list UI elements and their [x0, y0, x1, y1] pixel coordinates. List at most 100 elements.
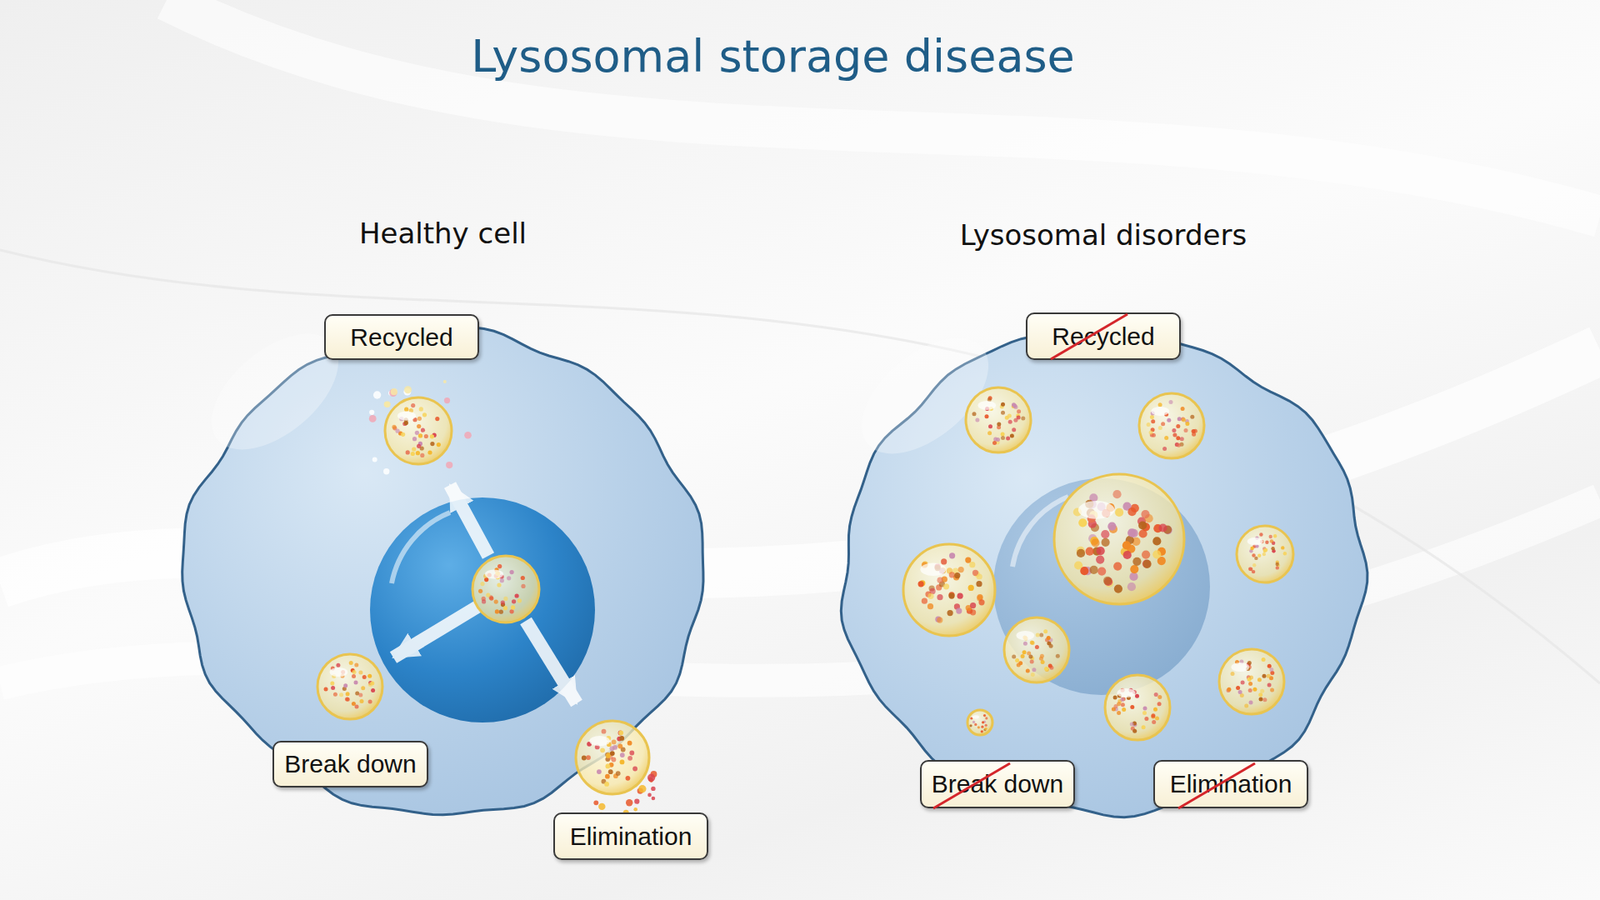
- nucleus: [993, 478, 1210, 695]
- cell-membrane: [839, 328, 1368, 817]
- storage-particle: [1090, 523, 1100, 532]
- label-box: Break down: [272, 740, 429, 788]
- storage-particle: [520, 584, 525, 589]
- storage-particle: [1180, 406, 1185, 411]
- storage-particle: [409, 408, 414, 413]
- storage-particle: [1085, 547, 1095, 556]
- released-particle: [650, 786, 655, 791]
- storage-particle: [983, 720, 986, 724]
- storage-particle: [1185, 419, 1190, 424]
- storage-particle: [360, 699, 365, 704]
- released-particle: [372, 457, 378, 463]
- storage-particle: [1132, 722, 1137, 727]
- storage-particle: [919, 580, 925, 586]
- storage-particle: [1105, 579, 1114, 588]
- storage-particle: [1150, 411, 1155, 416]
- storage-particle: [1120, 702, 1125, 707]
- storage-particle: [1247, 660, 1252, 665]
- storage-particle: [996, 421, 1001, 426]
- label-text: Elimination: [1170, 770, 1293, 799]
- storage-particle: [1101, 538, 1110, 547]
- storage-particle: [618, 730, 624, 736]
- storage-particle: [1150, 415, 1155, 420]
- storage-particle: [1127, 582, 1136, 591]
- storage-particle: [985, 414, 990, 419]
- storage-particle: [1115, 508, 1124, 517]
- storage-particle: [1144, 716, 1149, 721]
- storage-particle: [1162, 446, 1167, 451]
- storage-particle: [921, 562, 928, 569]
- storage-particle: [1255, 544, 1259, 548]
- storage-particle: [1176, 443, 1181, 448]
- storage-particle: [1112, 490, 1121, 499]
- storage-particle: [1130, 504, 1140, 513]
- lysosome-gloss: [330, 667, 349, 677]
- storage-particle: [940, 567, 946, 574]
- storage-particle: [330, 666, 335, 671]
- storage-particle: [993, 436, 998, 441]
- storage-particle: [1020, 654, 1025, 659]
- storage-particle: [949, 571, 955, 578]
- storage-particle: [970, 716, 973, 720]
- storage-particle: [1143, 706, 1148, 711]
- storage-particle: [1048, 663, 1053, 668]
- released-particle: [403, 388, 411, 396]
- storage-particle: [1172, 433, 1177, 438]
- storage-particle: [1153, 524, 1162, 533]
- storage-particle: [1164, 412, 1169, 417]
- storage-particle: [395, 429, 400, 434]
- storage-particle: [1271, 541, 1275, 545]
- storage-particle: [1127, 528, 1136, 537]
- storage-particle: [1016, 415, 1021, 420]
- storage-particle: [1251, 570, 1255, 574]
- storage-particle: [1040, 660, 1045, 665]
- storage-particle: [352, 670, 357, 675]
- storage-particle: [1249, 700, 1254, 705]
- storage-particle: [345, 691, 350, 696]
- storage-particle: [1137, 516, 1146, 525]
- label-text: Break down: [931, 770, 1064, 799]
- lysosome-gloss: [920, 563, 946, 576]
- storage-particle: [367, 674, 372, 679]
- storage-particle: [415, 450, 420, 455]
- storage-particle: [1139, 529, 1148, 538]
- storage-particle: [1117, 699, 1122, 704]
- nucleus-gloss: [1012, 496, 1069, 567]
- lysosome: [575, 720, 650, 795]
- storage-particle: [600, 747, 605, 753]
- red-strike: [1050, 314, 1128, 360]
- storage-particle: [481, 599, 486, 604]
- storage-particle: [1076, 546, 1085, 555]
- storage-particle: [1140, 510, 1150, 519]
- storage-particle: [613, 773, 619, 779]
- lysosome: [1219, 649, 1285, 715]
- storage-particle: [420, 453, 425, 458]
- storage-particle: [1089, 493, 1098, 502]
- storage-particle: [1000, 402, 1005, 407]
- storage-particle: [1171, 428, 1176, 433]
- storage-particle: [930, 588, 936, 595]
- storage-particle: [1011, 654, 1016, 659]
- nucleus-gloss: [391, 512, 450, 584]
- storage-particle: [1039, 656, 1044, 661]
- storage-particle: [410, 451, 415, 456]
- storage-particle: [1249, 549, 1253, 553]
- storage-particle: [1132, 690, 1137, 695]
- label-box: Recycled: [324, 314, 480, 360]
- storage-particle: [497, 564, 502, 569]
- storage-particle: [1085, 500, 1094, 509]
- storage-particle: [1142, 560, 1151, 569]
- storage-particle: [1121, 696, 1126, 701]
- storage-particle: [489, 596, 494, 601]
- storage-particle: [1129, 688, 1134, 693]
- storage-particle: [609, 762, 615, 768]
- storage-particle: [1015, 658, 1020, 663]
- storage-particle: [510, 570, 515, 575]
- storage-particle: [1252, 687, 1257, 692]
- storage-particle: [1193, 429, 1198, 434]
- storage-particle: [1000, 410, 1005, 415]
- storage-particle: [487, 572, 492, 577]
- storage-particle: [370, 681, 375, 686]
- storage-particle: [417, 416, 422, 421]
- lysosome-gloss: [1015, 630, 1035, 640]
